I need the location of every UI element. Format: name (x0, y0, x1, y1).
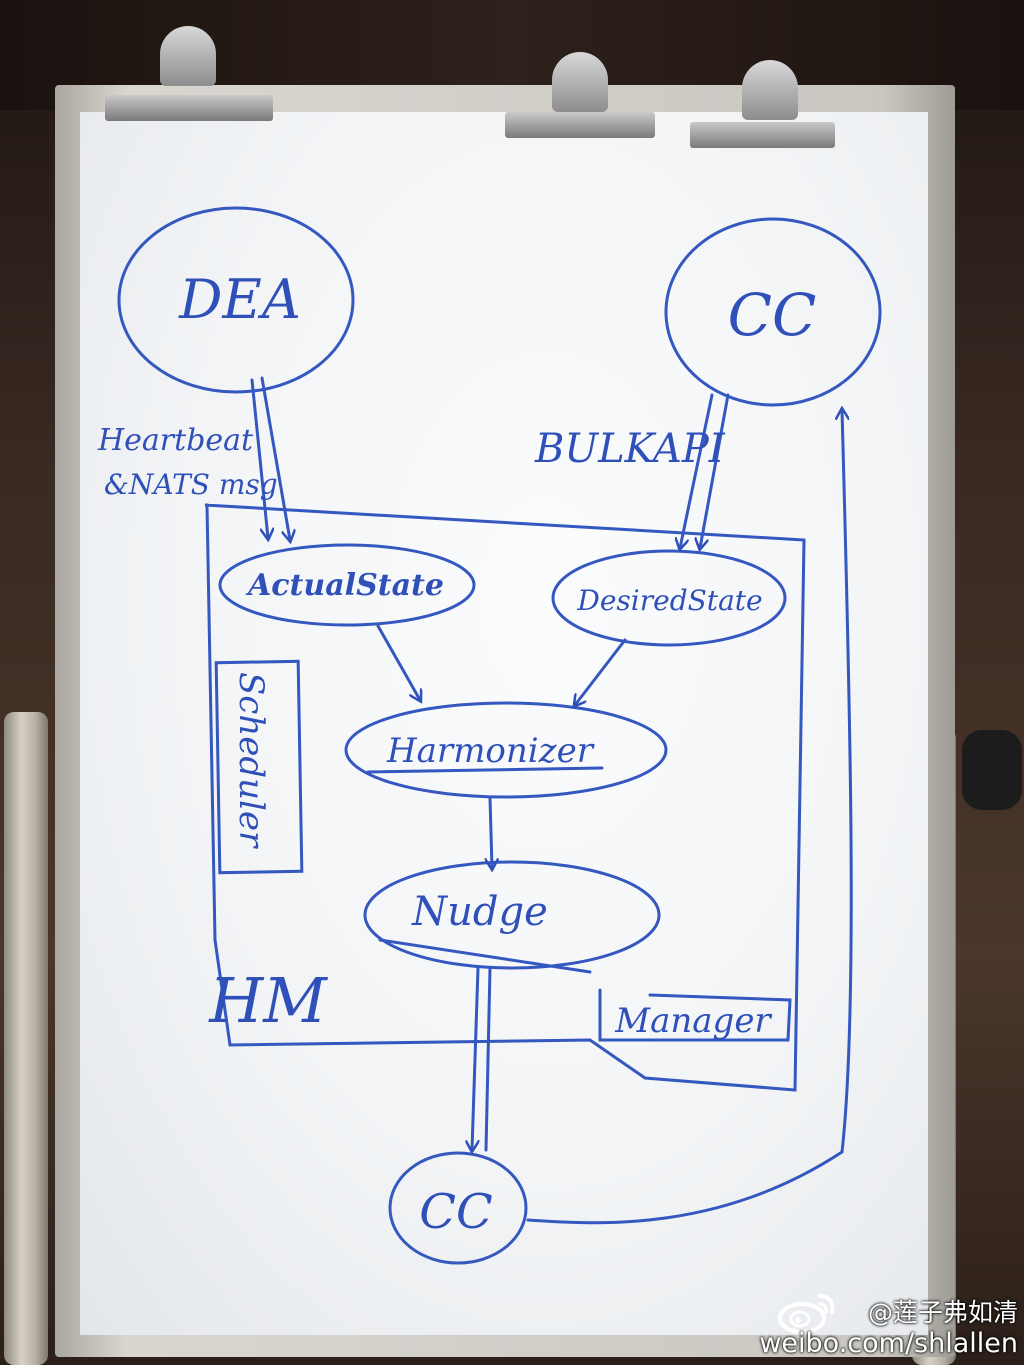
dea-node (117, 206, 355, 394)
edge-dea-to-actual (250, 378, 268, 538)
watermark-url: weibo.com/shlallen (759, 1328, 1018, 1359)
edge-cc-feedback (526, 410, 853, 1225)
edge-nudge-to-cc-2 (484, 966, 492, 1152)
nudge-label: Nudge (411, 889, 548, 935)
nudge-node (363, 860, 661, 970)
edge-cc-to-desired-2 (700, 393, 730, 548)
bulk-api-label: BULKAPI (534, 426, 726, 472)
harmonizer-underline (366, 766, 604, 774)
scheduler-label: Scheduler (231, 672, 271, 849)
edge-nudge-to-cc (472, 966, 480, 1150)
clip-middle-handle (552, 52, 608, 112)
nudge-underline (378, 938, 592, 974)
actual-state-node (218, 543, 476, 627)
watermark-handle: @莲子弗如清 (867, 1298, 1018, 1327)
cc-bottom-node (388, 1151, 528, 1265)
desired-state-label: DesiredState (576, 584, 762, 617)
cc-bottom-label: CC (419, 1184, 492, 1240)
harmonizer-label: Harmonizer (386, 731, 595, 771)
weibo-logo-icon (778, 1294, 835, 1334)
stand-knob (962, 730, 1022, 810)
edge-dea-to-actual-2 (260, 376, 290, 540)
clip-right-handle (742, 60, 798, 120)
heartbeat-label-line1: Heartbeat (97, 423, 254, 458)
whiteboard-surface (80, 112, 928, 1335)
edge-desired-to-harmonizer (575, 638, 627, 705)
dea-label: DEA (178, 268, 301, 331)
clip-middle (505, 112, 655, 138)
edge-harmonizer-to-nudge (490, 796, 492, 868)
cc-top-node (664, 217, 882, 407)
manager-box (598, 988, 792, 1042)
edge-actual-to-harmonizer (376, 624, 420, 700)
manager-label: Manager (614, 1001, 772, 1041)
scheduler-box (214, 659, 304, 875)
actual-state-label: ActualState (245, 568, 444, 603)
hm-container-box (204, 503, 806, 1092)
harmonizer-node (344, 701, 668, 799)
hm-label: HM (208, 964, 328, 1037)
cc-top-label: CC (728, 281, 817, 349)
stand-pole-left (4, 712, 48, 1365)
desired-state-node (551, 549, 787, 647)
clip-left (105, 95, 273, 121)
clip-right (690, 122, 835, 148)
heartbeat-label-line2: &NATS msg (104, 468, 278, 501)
clip-left-handle (160, 26, 216, 86)
edge-cc-to-desired (680, 393, 714, 548)
